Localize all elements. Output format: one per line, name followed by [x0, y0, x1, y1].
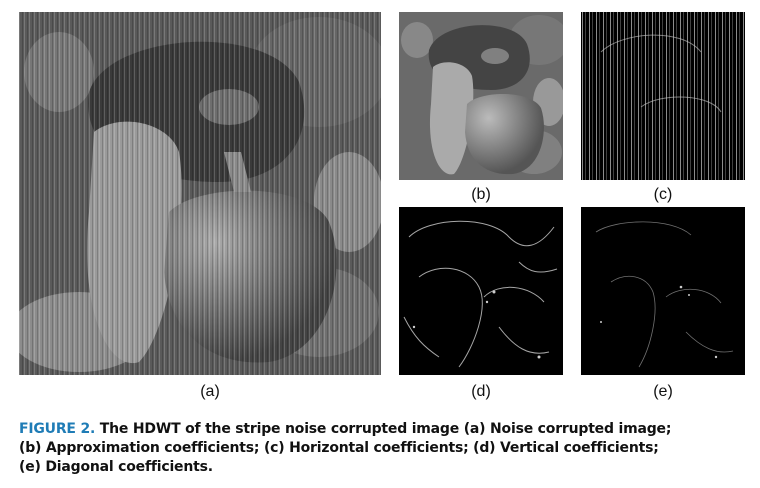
panel-b-approximation [399, 12, 563, 180]
panel-d-vertical [399, 207, 563, 375]
figure-number: FIGURE 2. [19, 421, 96, 437]
horizontal-coefficients-image [581, 12, 745, 180]
panel-a-noise-corrupted-image [19, 12, 381, 375]
figure-caption: FIGURE 2. The HDWT of the stripe noise c… [19, 420, 739, 477]
panel-d-label: (d) [471, 383, 491, 400]
peppers-image-a [19, 12, 381, 375]
panel-a-label: (a) [200, 383, 220, 400]
diagonal-coefficients-image [581, 207, 745, 375]
panel-e-diagonal [581, 207, 745, 375]
vertical-coefficients-image [399, 207, 563, 375]
caption-line-3: (e) Diagonal coefficients. [19, 459, 213, 475]
panel-c-horizontal [581, 12, 745, 180]
peppers-image-b [399, 12, 563, 180]
panel-e-label: (e) [653, 383, 673, 400]
panel-c-label: (c) [653, 186, 673, 203]
panel-b-label: (b) [471, 186, 491, 203]
caption-line-2: (b) Approximation coefficients; (c) Hori… [19, 440, 659, 456]
caption-line-1: FIGURE 2. The HDWT of the stripe noise c… [19, 420, 739, 439]
caption-line-1-text: The HDWT of the stripe noise corrupted i… [99, 421, 672, 437]
